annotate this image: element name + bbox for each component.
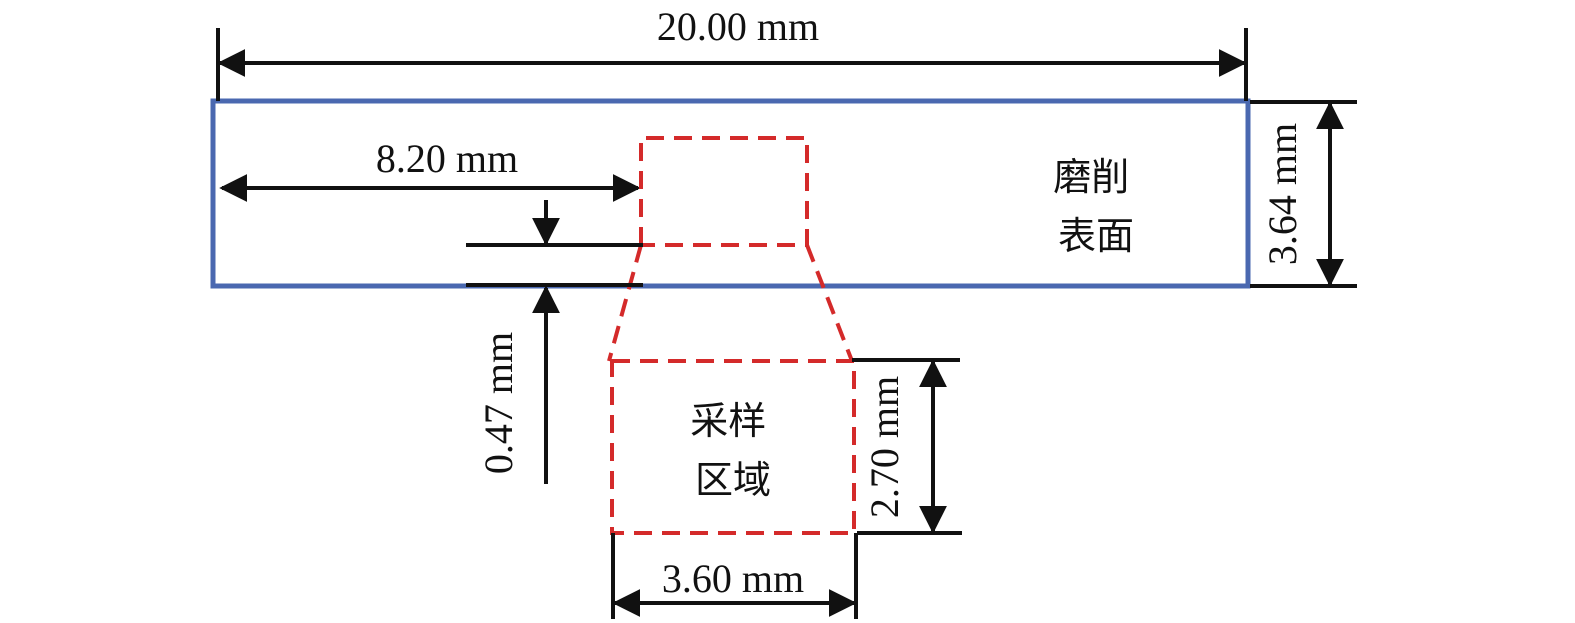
sample-width-label: 3.60 mm bbox=[662, 556, 804, 601]
sampling-area-line-1: 采样 bbox=[690, 401, 766, 443]
depth-label: 0.47 mm bbox=[476, 332, 521, 474]
grinding-surface-line-2: 表面 bbox=[1058, 216, 1134, 258]
grinding-surface-line-1: 磨削 bbox=[1053, 157, 1129, 199]
total-length-label: 20.00 mm bbox=[657, 4, 819, 49]
offset-length-label: 8.20 mm bbox=[376, 136, 518, 181]
sampling-area-outline bbox=[610, 359, 856, 535]
specimen-outline bbox=[210, 98, 1251, 289]
sampling-taper-right bbox=[805, 244, 854, 362]
specimen-height-label: 3.64 mm bbox=[1260, 123, 1305, 265]
sampling-area-line-2: 区域 bbox=[695, 460, 771, 502]
sampling-taper-left bbox=[607, 244, 643, 362]
grinding-surface-label: 磨削 表面 bbox=[1053, 157, 1139, 258]
sample-height-label: 2.70 mm bbox=[862, 376, 907, 518]
sampling-area-label: 采样 区域 bbox=[690, 401, 776, 502]
sampling-top-region-outline bbox=[639, 136, 809, 247]
